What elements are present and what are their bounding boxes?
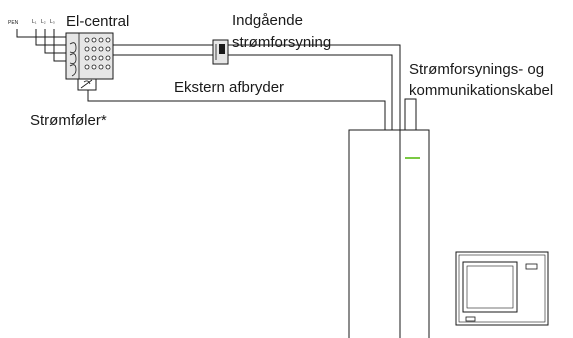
el-central-label: El-central [66,13,130,30]
sensor-wire [87,90,386,130]
pen-label: PEN [8,20,19,26]
distribution-panel-icon [65,32,114,80]
pen-wire [16,29,66,38]
l3-wire [53,29,66,62]
l1-label: L₁ [32,19,37,25]
l3-label: L₃ [50,19,55,25]
l2-wire [44,29,66,54]
indoor-unit-icon [348,129,430,338]
incoming-supply-label-line1: Indgående [232,12,303,29]
cable-label-line2: kommunikationskabel [409,82,554,99]
switch-icon [212,39,229,65]
incoming-supply-label-line2: strømforsyning [232,34,332,51]
cable-label-line1: Strømforsynings- og [409,61,545,78]
supply-wire-to-unit [228,44,401,130]
current-sensor-label: Strømføler* [30,112,107,129]
l2-label: L₂ [41,19,46,25]
current-sensor-icon [77,78,97,91]
supply-wire-to-unit-2 [228,54,393,130]
outdoor-unit-icon [455,251,549,326]
l1-wire [35,29,66,46]
external-switch-label: Ekstern afbryder [174,79,285,96]
